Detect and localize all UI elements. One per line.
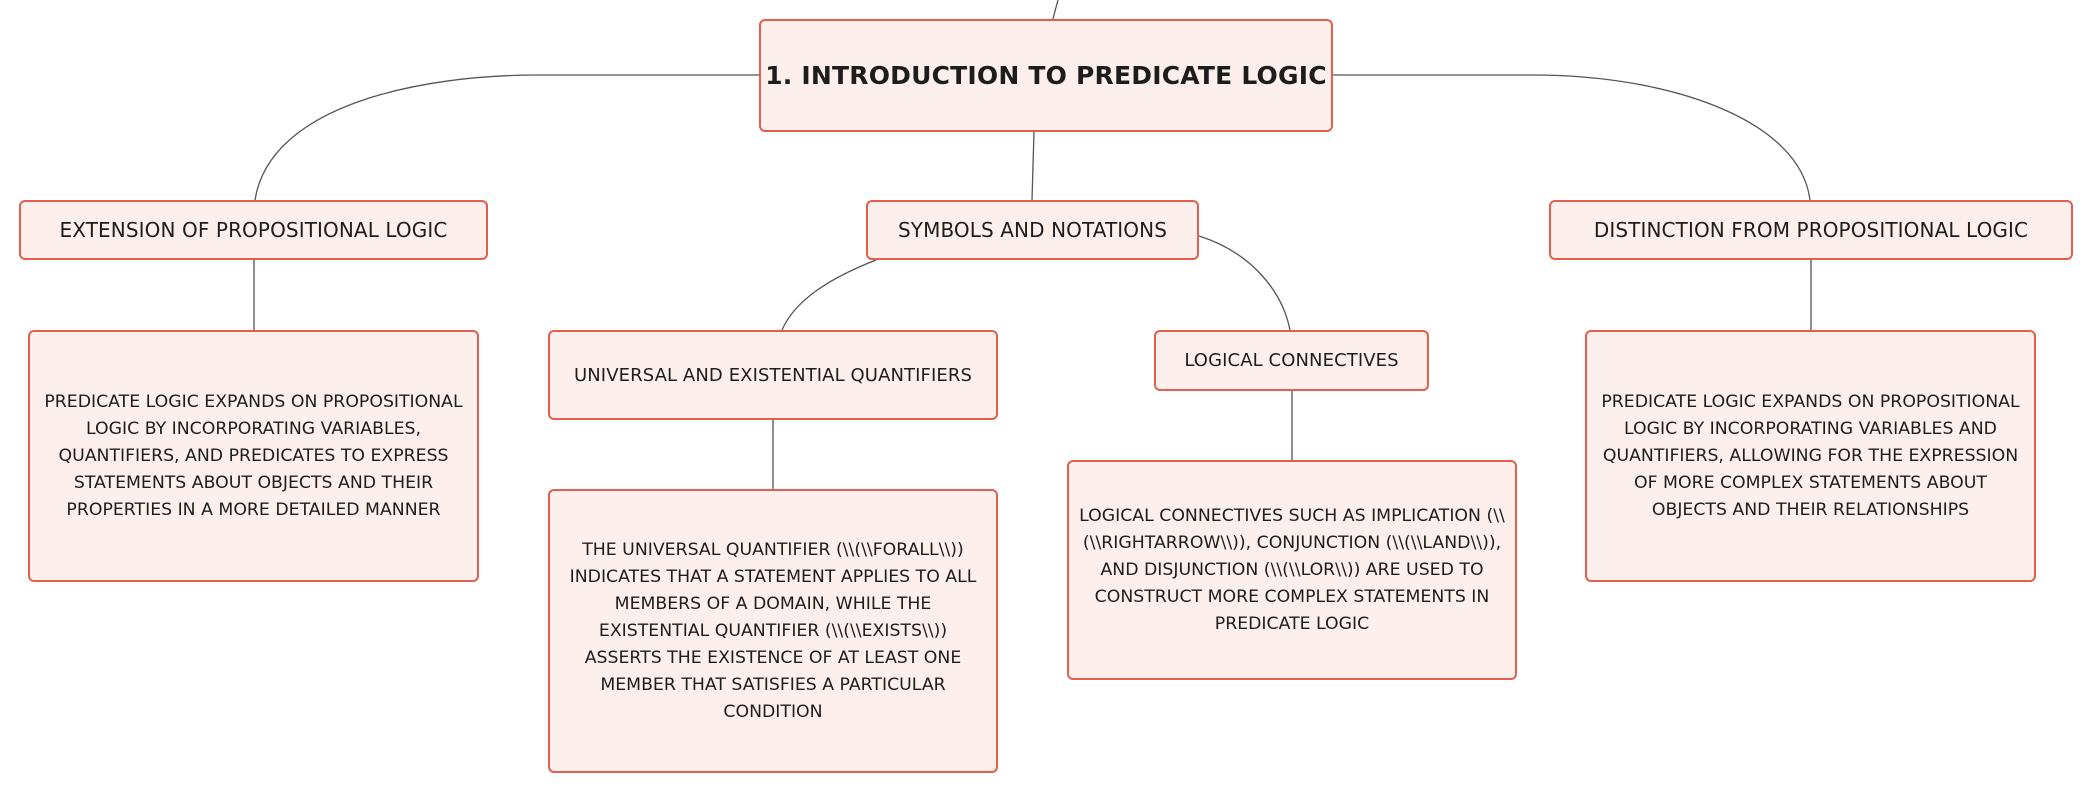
connector-root-extension: [254, 74, 759, 201]
connector-root-distinction: [1333, 74, 1811, 201]
node-detail-text: LOGICAL CONNECTIVES SUCH AS IMPLICATION …: [1079, 505, 1505, 634]
node-detail-text: PREDICATE LOGIC EXPANDS ON PROPOSITIONAL…: [44, 391, 463, 520]
node-detail-text: PREDICATE LOGIC EXPANDS ON PROPOSITIONAL…: [1601, 391, 2020, 520]
node-label: UNIVERSAL AND EXISTENTIAL QUANTIFIERS: [573, 364, 973, 386]
node-quantifiers-detail[interactable]: THE UNIVERSAL QUANTIFIER (\\(\\FORALL\\)…: [548, 489, 998, 773]
node-symbols-and-notations[interactable]: SYMBOLS AND NOTATIONS: [866, 200, 1199, 260]
node-label: DISTINCTION FROM PROPOSITIONAL LOGIC: [1593, 218, 2029, 242]
root-node-label: 1. INTRODUCTION TO PREDICATE LOGIC: [765, 61, 1327, 90]
node-label: LOGICAL CONNECTIVES: [1184, 350, 1399, 371]
node-extension-detail[interactable]: PREDICATE LOGIC EXPANDS ON PROPOSITIONAL…: [28, 330, 479, 582]
node-detail-text: THE UNIVERSAL QUANTIFIER (\\(\\FORALL\\)…: [569, 539, 977, 722]
node-label: EXTENSION OF PROPOSITIONAL LOGIC: [59, 218, 448, 242]
connector-root-symbols: [1031, 131, 1035, 201]
node-distinction-from-propositional-logic[interactable]: DISTINCTION FROM PROPOSITIONAL LOGIC: [1549, 200, 2073, 260]
connector-symbols-quantifiers: [781, 259, 877, 331]
connector-incoming-root: [1052, 0, 1059, 20]
node-logical-connectives[interactable]: LOGICAL CONNECTIVES: [1154, 330, 1429, 391]
node-label: SYMBOLS AND NOTATIONS: [898, 218, 1167, 242]
node-extension-of-propositional-logic[interactable]: EXTENSION OF PROPOSITIONAL LOGIC: [19, 200, 488, 260]
root-node[interactable]: 1. INTRODUCTION TO PREDICATE LOGIC: [759, 19, 1333, 132]
node-universal-and-existential-quantifiers[interactable]: UNIVERSAL AND EXISTENTIAL QUANTIFIERS: [548, 330, 998, 420]
node-connectives-detail[interactable]: LOGICAL CONNECTIVES SUCH AS IMPLICATION …: [1067, 460, 1517, 680]
connector-symbols-connectives: [1198, 235, 1291, 331]
node-distinction-detail[interactable]: PREDICATE LOGIC EXPANDS ON PROPOSITIONAL…: [1585, 330, 2036, 582]
